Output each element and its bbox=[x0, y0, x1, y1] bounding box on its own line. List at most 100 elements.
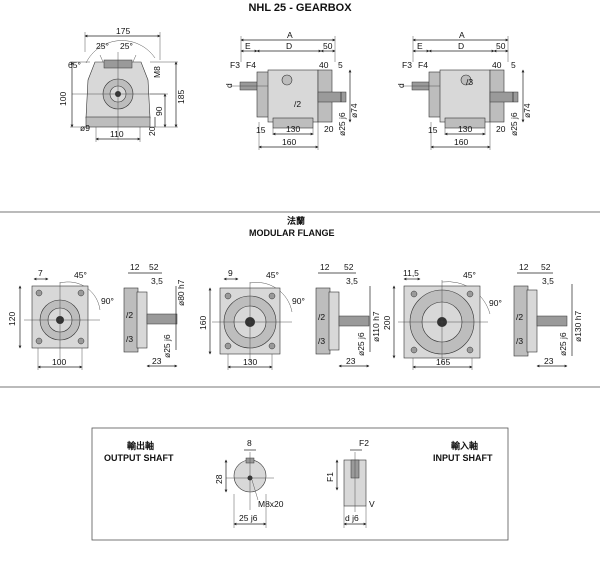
f3-angle90: 90° bbox=[489, 298, 502, 308]
dim-130-2: 130 bbox=[458, 124, 472, 134]
label-slash-2: /2 bbox=[294, 99, 301, 109]
gearbox-side-view-2: A E D 50 F3 F4 40 5 d /3 ø74 ø25 j6 15 1… bbox=[396, 30, 532, 150]
out-dia: 25 j6 bbox=[239, 513, 258, 523]
flange-2-front: 9 45° 90° 160 130 bbox=[198, 268, 305, 370]
inp-dia: d j6 bbox=[345, 513, 359, 523]
label-F3-2: F3 bbox=[402, 60, 412, 70]
s2-w12: 12 bbox=[320, 262, 330, 272]
f2-angle: 45° bbox=[266, 270, 279, 280]
s1-dia25: ø25 j6 bbox=[162, 334, 172, 358]
out-h: 28 bbox=[214, 474, 224, 484]
f3-top: 11,5 bbox=[403, 268, 419, 278]
s3-b: /3 bbox=[516, 336, 523, 346]
flange-2-side: 12 52 3,5 /2 /3 ø110 h7 ø25 j6 23 bbox=[315, 262, 381, 368]
dim-E-2: E bbox=[417, 41, 423, 51]
dim-20: 20 bbox=[147, 126, 157, 136]
dim-40: 40 bbox=[319, 60, 329, 70]
s3-dia25: ø25 j6 bbox=[558, 332, 568, 356]
dim-20-s1: 20 bbox=[324, 124, 334, 134]
f1-angle: 45° bbox=[74, 270, 87, 280]
dim-50-2: 50 bbox=[496, 41, 506, 51]
f3-base: 165 bbox=[436, 357, 450, 367]
s3-a: /2 bbox=[516, 312, 523, 322]
flange-title-cn: 法蘭 bbox=[287, 215, 305, 226]
inp-v: V bbox=[369, 499, 375, 509]
dim-40-2: 40 bbox=[492, 60, 502, 70]
dim-15-2: 15 bbox=[428, 125, 438, 135]
input-shaft-en: INPUT SHAFT bbox=[433, 453, 493, 463]
f1-angle90: 90° bbox=[101, 296, 114, 306]
inp-f1: F1 bbox=[325, 472, 335, 482]
flange-3-front: 11,5 45° 90° 200 165 bbox=[382, 268, 502, 370]
dim-D-2: D bbox=[458, 41, 464, 51]
f2-angle90: 90° bbox=[292, 296, 305, 306]
s3-w35: 3,5 bbox=[542, 276, 554, 286]
label-F4-2: F4 bbox=[418, 60, 428, 70]
output-shaft-drawing: 8 28 M8x20 25 j6 bbox=[214, 438, 284, 528]
dim-E: E bbox=[245, 41, 251, 51]
dim-15: 15 bbox=[256, 125, 266, 135]
s2-a: /2 bbox=[318, 312, 325, 322]
dim-130: 130 bbox=[286, 124, 300, 134]
s2-dia25: ø25 j6 bbox=[356, 332, 366, 356]
output-shaft-cn: 輸出軸 bbox=[127, 440, 154, 451]
flange-1-front: 7 45° 90° 120 100 bbox=[7, 268, 114, 370]
label-F3: F3 bbox=[230, 60, 240, 70]
s2-w35: 3,5 bbox=[346, 276, 358, 286]
dia-25-j6: ø25 j6 bbox=[337, 112, 347, 136]
f3-angle: 45° bbox=[463, 270, 476, 280]
input-shaft-drawing: F2 F1 V d j6 bbox=[325, 438, 375, 528]
s1-b: /3 bbox=[126, 334, 133, 344]
modular-flange-frame bbox=[0, 211, 600, 388]
dim-5-2: 5 bbox=[511, 60, 516, 70]
s3-w23: 23 bbox=[544, 356, 554, 366]
angle-25-right: 25° bbox=[120, 41, 133, 51]
label-d: d bbox=[224, 83, 234, 88]
dim-185: 185 bbox=[176, 90, 186, 104]
dim-100: 100 bbox=[58, 92, 68, 106]
dim-175: 175 bbox=[116, 26, 130, 36]
label-F4: F4 bbox=[246, 60, 256, 70]
s1-w52: 52 bbox=[149, 262, 159, 272]
f2-base: 130 bbox=[243, 357, 257, 367]
dim-20-s2: 20 bbox=[496, 124, 506, 134]
s2-dia: ø110 h7 bbox=[371, 311, 381, 342]
inp-f2: F2 bbox=[359, 438, 369, 448]
flange-title-en: MODULAR FLANGE bbox=[249, 228, 335, 238]
s2-b: /3 bbox=[318, 336, 325, 346]
label-slash-3: /3 bbox=[466, 77, 473, 87]
s3-w52: 52 bbox=[541, 262, 551, 272]
hole-9: ø9 bbox=[80, 123, 90, 133]
s3-dia: ø130 h7 bbox=[573, 311, 583, 342]
dia-74-2: ø74 bbox=[522, 103, 532, 118]
out-key: 8 bbox=[247, 438, 252, 448]
input-shaft-cn: 輸入軸 bbox=[451, 440, 478, 451]
s1-w23: 23 bbox=[152, 356, 162, 366]
flange-3-side: 12 52 3,5 /2 /3 ø130 h7 ø25 j6 23 bbox=[513, 262, 583, 368]
f1-base: 100 bbox=[52, 357, 66, 367]
dia-74: ø74 bbox=[349, 103, 359, 118]
dim-160-2: 160 bbox=[454, 137, 468, 147]
f2-top: 9 bbox=[228, 268, 233, 278]
out-thread: M8x20 bbox=[258, 499, 284, 509]
dim-5: 5 bbox=[338, 60, 343, 70]
dia-25-j6-2: ø25 j6 bbox=[509, 112, 519, 136]
dim-A: A bbox=[287, 30, 293, 40]
flange-1-side: 12 52 3,5 /2 /3 ø80 h7 ø25 j6 23 bbox=[123, 262, 186, 368]
dim-160: 160 bbox=[282, 137, 296, 147]
s1-w12: 12 bbox=[130, 262, 140, 272]
angle-25-left: 25° bbox=[96, 41, 109, 51]
dim-110: 110 bbox=[110, 129, 124, 139]
shafts-frame bbox=[91, 427, 509, 541]
s1-dia: ø80 h7 bbox=[176, 279, 186, 306]
label-d-2: d bbox=[396, 83, 406, 88]
s1-a: /2 bbox=[126, 310, 133, 320]
dim-90: 90 bbox=[154, 106, 164, 116]
f1-h: 120 bbox=[7, 312, 17, 326]
f1-top: 7 bbox=[38, 268, 43, 278]
page-title: NHL 25 - GEARBOX bbox=[248, 2, 352, 14]
gearbox-side-view-1: A E D 50 F3 F4 40 5 d /2 ø74 ø25 j6 15 1… bbox=[224, 30, 359, 150]
s2-w23: 23 bbox=[346, 356, 356, 366]
s3-w12: 12 bbox=[519, 262, 529, 272]
